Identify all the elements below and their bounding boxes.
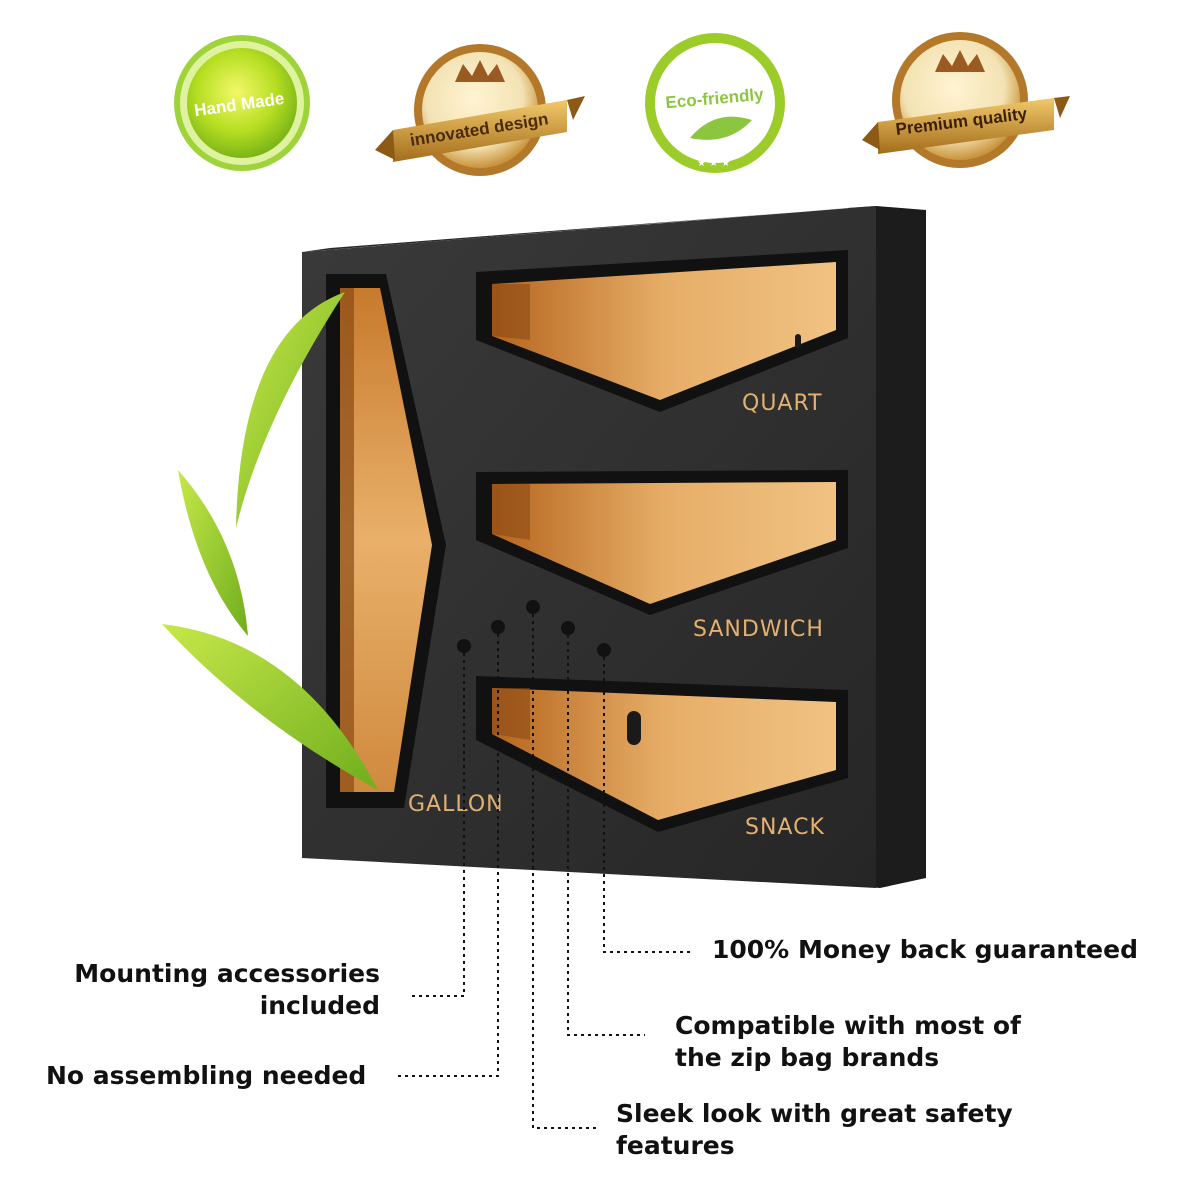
keyhole-hanger [627,711,641,745]
badge-premium-quality: Premium quality [862,32,1070,168]
callout-compatible-line1: Compatible with most of [675,1011,1021,1040]
label-snack: SNACK [745,815,825,840]
callout-mounting: Mounting accessories included [40,958,380,1022]
crown-medal-badge-icon [375,44,585,176]
label-quart: QUART [742,391,823,416]
callout-sleek-line2: features [616,1131,735,1160]
green-seal-badge-icon [174,35,310,171]
pointer-dot [526,600,540,614]
slot-sandwich [476,470,848,615]
leader-mounting [408,646,465,997]
callout-no-assembly: No assembling needed [46,1061,367,1090]
pointer-dot [457,639,471,653]
callout-compatible-line2: the zip bag brands [675,1043,940,1072]
bag-organizer: QUART SANDWICH SNACK GALLON [302,206,926,888]
crown-icon [455,60,505,82]
pointer-dot [491,620,505,634]
slot-quart [476,250,848,412]
callout-mounting-line2: included [259,991,380,1020]
callout-sleek-line1: Sleek look with great safety [616,1099,1013,1128]
callout-pointers [398,607,690,1129]
leader-sleek [532,607,598,1129]
leaf-icon [690,116,752,140]
leaf-icon [162,624,378,790]
leader-money-back [603,650,690,953]
callout-money-back: 100% Money back guaranteed [712,935,1138,964]
callout-sleek: Sleek look with great safety features [616,1098,1036,1162]
mounting-hole [795,334,801,348]
badge-innovated-design: innovated design [375,44,585,176]
label-gallon: GALLON [408,792,504,817]
slot-gallon [326,274,446,808]
badge-hand-made: Hand Made [174,35,310,171]
bamboo-leaves [162,292,378,790]
crown-medal-badge-icon [862,32,1070,168]
leaf-icon [178,470,248,636]
pointer-dot [561,621,575,635]
leader-compatible [567,628,645,1036]
svg-text:★ ★ ★: ★ ★ ★ [697,158,730,169]
callout-compatible: Compatible with most of the zip bag bran… [675,1010,1055,1074]
leaf-icon [236,292,345,528]
badge-eco-friendly: ★ ★ ★ Eco-friendly [645,33,785,173]
leaf-badge-icon: ★ ★ ★ [645,33,785,173]
callout-mounting-line1: Mounting accessories [74,959,380,988]
crown-icon [935,50,985,72]
callout-dots [457,600,611,657]
pointer-dot [597,643,611,657]
label-sandwich: SANDWICH [693,617,824,642]
leader-no-assembly [398,627,499,1077]
